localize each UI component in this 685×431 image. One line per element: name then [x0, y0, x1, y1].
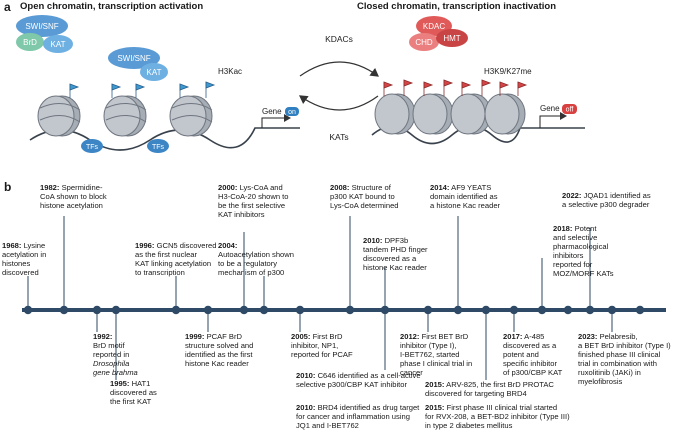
timeline-dot [295, 305, 305, 315]
gene-on-arrow [261, 114, 291, 128]
timeline-dot [259, 305, 269, 315]
timeline-dot [453, 305, 463, 315]
nucleosome-2 [103, 95, 147, 137]
kats-label: KATs [329, 132, 348, 142]
panel-b-letter: b [4, 180, 12, 194]
timeline-dot [345, 305, 355, 315]
timeline-dot [423, 305, 433, 315]
h3kac-label: H3Kac [218, 67, 242, 76]
right-panel-title: Closed chromatin, transcription inactiva… [357, 1, 557, 12]
swi-snf-complex-2 [108, 47, 168, 81]
acetyl-flag-icons [69, 81, 216, 98]
event-2015-rvx208: 2015: First phase III clinical trial sta… [425, 403, 570, 430]
timeline-dot [239, 305, 249, 315]
chromatin-diagram: SWI/SNF BrD KAT SWI/SNF KAT H3Kac TFs TF… [16, 15, 585, 153]
timeline-dot [203, 305, 213, 315]
nucleosome-closed [374, 93, 526, 135]
kdacs-arrow [299, 61, 379, 77]
timeline [22, 305, 666, 315]
left-panel-title: Open chromatin, transcription activation [20, 1, 204, 12]
timeline-dot [563, 305, 573, 315]
h3k9-label: H3K9/K27me [484, 67, 532, 76]
timeline-dot [635, 305, 645, 315]
swi-snf-complex-1 [16, 15, 73, 53]
timeline-dot [59, 305, 69, 315]
tf-label-2: TFs [152, 144, 165, 151]
methyl-flag-icons [383, 79, 528, 96]
gene-on-text: on [288, 109, 296, 116]
nucleosome-1 [37, 95, 81, 137]
timeline-dot [585, 305, 595, 315]
gene-off-arrow [539, 112, 567, 128]
timeline-dot [537, 305, 547, 315]
timeline-dot [607, 305, 617, 315]
tf-blob-1 [81, 139, 103, 153]
complex1-top-label: SWI/SNF [25, 22, 58, 31]
kdac-label: KDAC [423, 22, 445, 31]
timeline-connectors [27, 216, 613, 380]
timeline-dot [23, 305, 33, 315]
gene-on-badge [285, 107, 299, 116]
timeline-dot [111, 305, 121, 315]
timeline-dot [481, 305, 491, 315]
nucleosome-3 [169, 95, 213, 137]
timeline-dot [92, 305, 102, 315]
timeline-dot [509, 305, 519, 315]
event-2023: 2023: Pelabresib,a BET BrD inhibitor (Ty… [578, 332, 671, 386]
complex1-kat-label: KAT [51, 40, 66, 49]
tf-blob-2 [147, 139, 169, 153]
chd-label: CHD [415, 38, 433, 47]
complex2-kat-label: KAT [147, 68, 162, 77]
kats-arrow [299, 95, 379, 111]
tf-label-1: TFs [86, 144, 99, 151]
gene-off-badge [562, 104, 577, 114]
gene-on-label: Gene [262, 107, 282, 116]
timeline-dot [171, 305, 181, 315]
hmt-label: HMT [443, 34, 460, 43]
complex1-brd-label: BrD [23, 38, 37, 47]
kdac-complex [409, 16, 468, 51]
panel-a-letter: a [4, 0, 11, 14]
kdacs-label: KDACs [325, 34, 353, 44]
timeline-dot [380, 305, 390, 315]
gene-off-label: Gene [540, 104, 560, 113]
complex2-top-label: SWI/SNF [117, 54, 150, 63]
gene-off-text: off [566, 107, 574, 114]
